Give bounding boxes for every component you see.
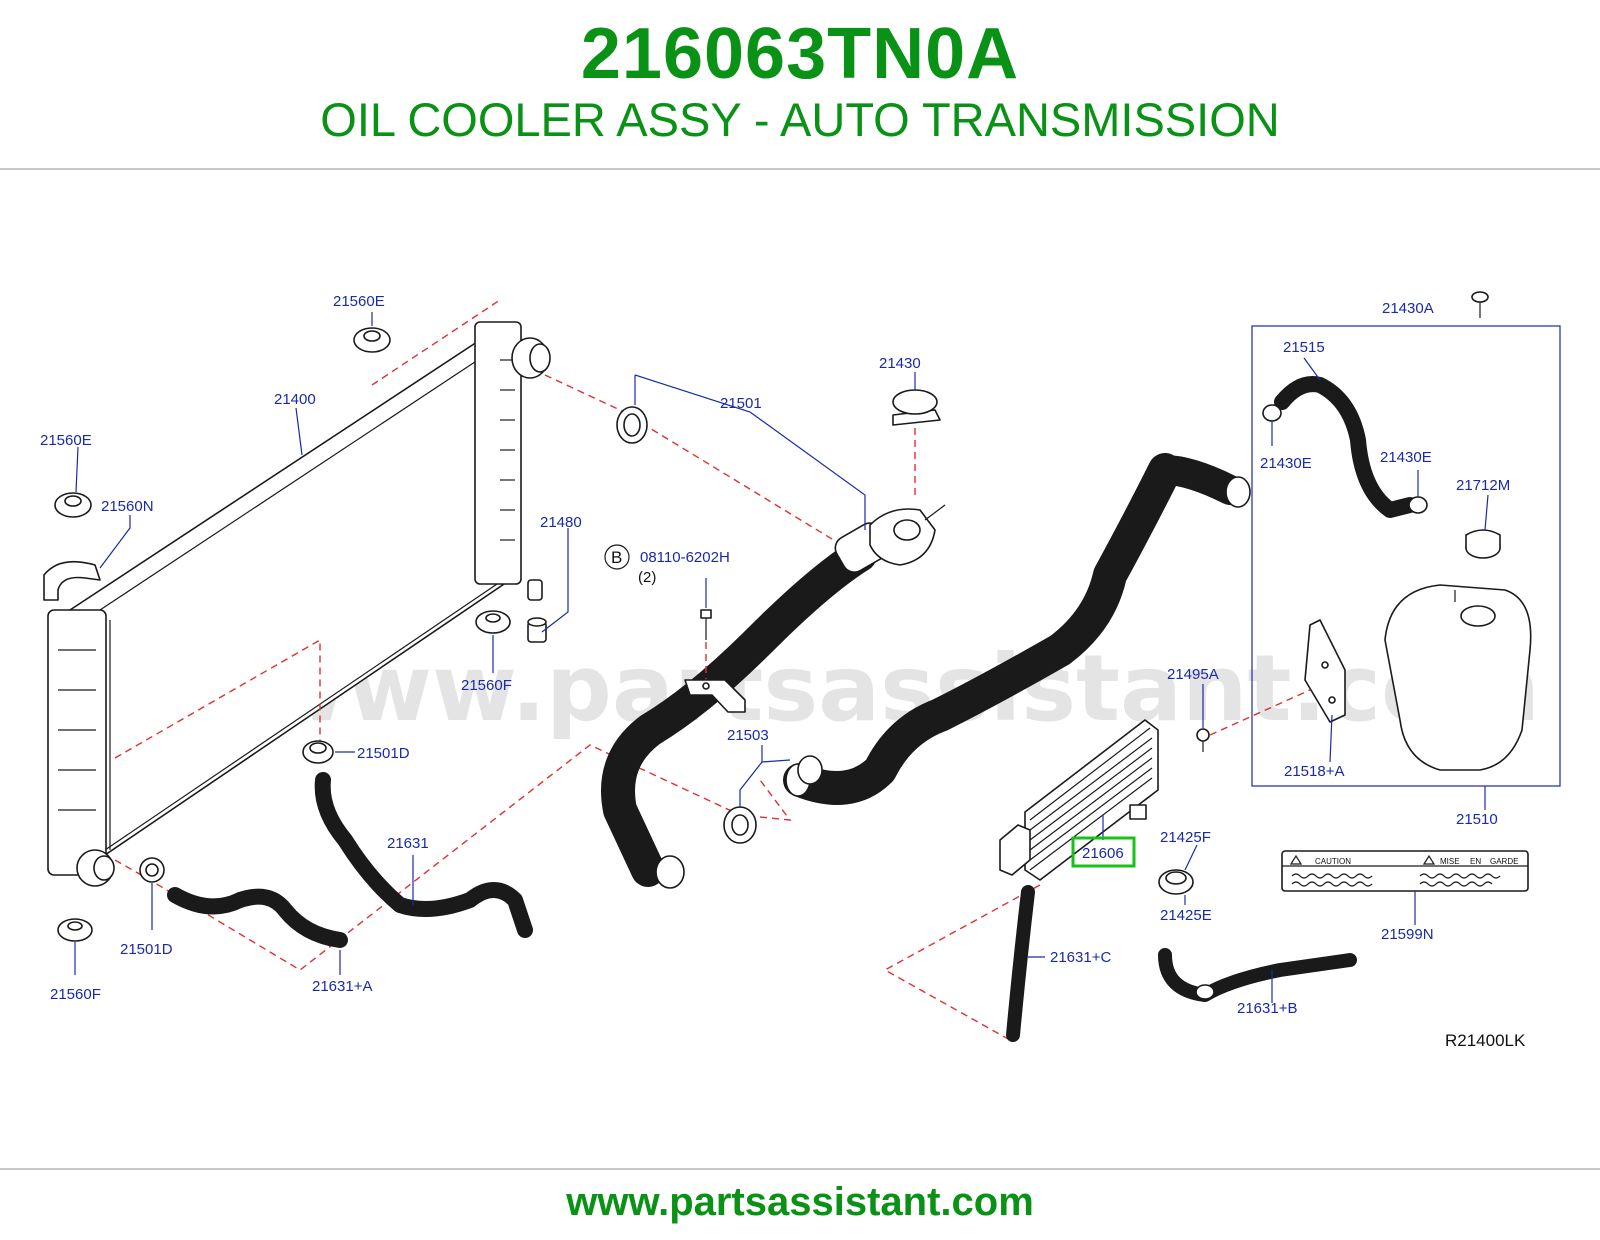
callout-21515[interactable]: 21515 xyxy=(1283,339,1325,356)
callout-21501[interactable]: 21501 xyxy=(720,395,762,412)
clamp-21501D-a[interactable] xyxy=(302,740,334,764)
callout-21510[interactable]: 21510 xyxy=(1456,811,1498,828)
hose-21631B[interactable] xyxy=(1158,948,1357,1002)
callout-21430E-a[interactable]: 21430E xyxy=(1260,455,1312,472)
callout-21631B[interactable]: 21631+B xyxy=(1237,1000,1297,1017)
grommet-21560F-bottom[interactable] xyxy=(57,918,93,942)
diagram-canvas: www.partsassistant.com xyxy=(40,291,1561,1050)
caution-text: CAUTION xyxy=(1315,857,1351,866)
callout-21430E-b[interactable]: 21430E xyxy=(1380,449,1432,466)
hose-21631A[interactable] xyxy=(167,887,348,948)
hose-21503[interactable] xyxy=(783,453,1251,805)
callout-21631A[interactable]: 21631+A xyxy=(312,978,372,995)
callout-21560N[interactable]: 21560N xyxy=(101,498,154,515)
part-description: OIL COOLER ASSY - AUTO TRANSMISSION xyxy=(320,93,1280,146)
bolt-21495A[interactable] xyxy=(1196,728,1210,752)
callout-21606[interactable]: 21606 xyxy=(1082,845,1124,862)
callout-21599N[interactable]: 21599N xyxy=(1381,926,1434,943)
hose-bracket[interactable] xyxy=(684,679,746,713)
callout-21430A[interactable]: 21430A xyxy=(1382,300,1434,317)
clamp-21425E[interactable] xyxy=(1195,984,1215,1000)
parts-diagram: www.partsassistant.com xyxy=(0,170,1600,1170)
radiator-21400[interactable] xyxy=(47,321,551,887)
callout-21518A[interactable]: 21518+A xyxy=(1284,763,1344,780)
callout-21480[interactable]: 21480 xyxy=(540,514,582,531)
hose-21515[interactable] xyxy=(1274,376,1418,518)
callout-21400[interactable]: 21400 xyxy=(274,391,316,408)
garde-text: GARDE xyxy=(1490,857,1518,866)
callout-21631C[interactable]: 21631+C xyxy=(1050,949,1111,966)
reservoir-group-box xyxy=(1251,325,1561,787)
footer-website-link[interactable]: www.partsassistant.com xyxy=(566,1180,1034,1224)
leader-lines xyxy=(74,312,1489,1003)
grommet-21560F-mid[interactable] xyxy=(475,610,511,634)
header-divider xyxy=(0,168,1600,170)
bolt-symbol: B xyxy=(611,548,622,567)
part-number-title: 216063TN0A xyxy=(580,14,1020,94)
highlight-box-21606 xyxy=(1071,836,1136,868)
callout-21560F-bottom[interactable]: 21560F xyxy=(50,986,101,1003)
bracket-21518A[interactable] xyxy=(1304,619,1346,723)
filler-neck[interactable] xyxy=(869,504,946,566)
callout-21503[interactable]: 21503 xyxy=(727,727,769,744)
callout-21430[interactable]: 21430 xyxy=(879,355,921,372)
grommet-21560E-left[interactable] xyxy=(54,492,92,518)
grommet-21560E-top[interactable] xyxy=(353,327,391,353)
callout-21501D-b[interactable]: 21501D xyxy=(120,941,173,958)
clamp-21430E-b[interactable] xyxy=(1408,496,1428,514)
reservoir-tank[interactable] xyxy=(1384,584,1532,771)
clamp-21425F[interactable] xyxy=(1158,869,1194,895)
callout-21501D-a[interactable]: 21501D xyxy=(357,745,410,762)
fitting-21480[interactable] xyxy=(527,617,547,643)
cap-21712M[interactable] xyxy=(1465,529,1501,559)
page-header: 216063TN0A OIL COOLER ASSY - AUTO TRANSM… xyxy=(0,0,1600,168)
diagram-reference-code: R21400LK xyxy=(1445,1031,1526,1050)
hose-21631[interactable] xyxy=(314,772,533,938)
callout-21560E-left[interactable]: 21560E xyxy=(40,432,92,449)
callout-21712M[interactable]: 21712M xyxy=(1456,477,1510,494)
clamp-21430E-a[interactable] xyxy=(1262,404,1282,422)
bolt-21430A[interactable] xyxy=(1471,291,1489,318)
callout-08110-6202H[interactable]: 08110-6202H xyxy=(640,549,730,566)
callout-21560E-top[interactable]: 21560E xyxy=(333,293,385,310)
bolt-symbol-circle xyxy=(604,544,630,570)
clamp-21501D-b[interactable] xyxy=(139,857,165,883)
hose-21631C[interactable] xyxy=(1006,885,1035,1042)
clamp-21503-b[interactable] xyxy=(723,806,757,844)
clamp-21503-a[interactable] xyxy=(797,755,823,785)
bracket-21560N[interactable] xyxy=(43,560,101,601)
oil-cooler-21606[interactable] xyxy=(999,719,1159,881)
callout-21425F[interactable]: 21425F xyxy=(1160,829,1211,846)
bolt-08110-6202H[interactable] xyxy=(700,609,712,640)
callout-21631[interactable]: 21631 xyxy=(387,835,429,852)
mise-text: MISE xyxy=(1440,857,1460,866)
bolt-callout-group: B 08110-6202H (2) xyxy=(604,544,730,586)
callout-21425E[interactable]: 21425E xyxy=(1160,907,1212,924)
clamp-21501[interactable] xyxy=(616,406,648,444)
bolt-quantity: (2) xyxy=(638,569,656,586)
caution-label-21599N[interactable]: CAUTION MISE EN GARDE xyxy=(1281,850,1529,892)
callout-21495A[interactable]: 21495A xyxy=(1167,666,1219,683)
cap-21430[interactable] xyxy=(892,389,941,426)
en-text: EN xyxy=(1470,857,1481,866)
callout-21560F-mid[interactable]: 21560F xyxy=(461,677,512,694)
footer-divider xyxy=(0,1168,1600,1170)
